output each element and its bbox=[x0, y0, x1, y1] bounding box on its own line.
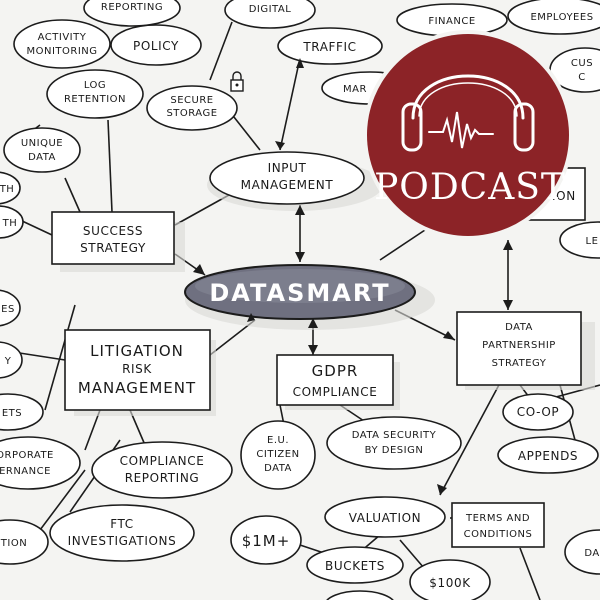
oval-unique-label-2: DATA bbox=[28, 152, 56, 163]
oval-left-partial-4 bbox=[0, 341, 23, 379]
box-gdpr bbox=[276, 354, 394, 406]
oval-ftc-label-1: FTC bbox=[110, 517, 134, 531]
oval-left-partial-1 bbox=[0, 171, 21, 205]
oval-log-retention bbox=[46, 69, 144, 119]
oval-left-partial-3-label: ES bbox=[1, 304, 15, 315]
oval-compliance-reporting bbox=[91, 441, 233, 499]
box-success-strategy bbox=[51, 211, 175, 265]
oval-traffic-label: TRAFFIC bbox=[302, 40, 356, 54]
oval-employees-label: EMPLOYEES bbox=[530, 12, 593, 23]
oval-hundred-k bbox=[409, 559, 491, 600]
oval-ftc bbox=[49, 504, 195, 562]
oval-one-million bbox=[230, 515, 302, 565]
oval-activity-label-2: MONITORING bbox=[26, 46, 97, 57]
oval-activity-label-1: ACTIVITY bbox=[38, 32, 87, 43]
oval-log-label-2: RETENTION bbox=[64, 94, 126, 105]
oval-employees bbox=[507, 0, 600, 35]
box-partnership-label-1: DATA bbox=[505, 322, 533, 333]
box-gdpr-label-1: GDPR bbox=[312, 362, 359, 380]
podcast-badge: PODCAST bbox=[363, 30, 573, 240]
oval-right-partial-2-label: DA bbox=[584, 548, 599, 559]
oval-customer-label-2: C bbox=[578, 72, 585, 83]
oval-buckets bbox=[306, 546, 404, 584]
oval-customer-label-1: CUS bbox=[571, 58, 593, 69]
oval-corporate-label-2: ERNANCE bbox=[0, 466, 51, 477]
oval-finance-label: FINANCE bbox=[428, 16, 475, 27]
headphones-icon bbox=[401, 74, 535, 152]
oval-left-partial-4-label: Y bbox=[4, 356, 12, 367]
oval-compliance-label-2: REPORTING bbox=[125, 471, 200, 485]
box-litigation-label-3: MANAGEMENT bbox=[78, 379, 196, 397]
oval-secure-label-2: STORAGE bbox=[166, 108, 217, 119]
oval-traffic bbox=[277, 27, 383, 65]
box-terms-conditions bbox=[451, 502, 545, 548]
oval-coop bbox=[502, 393, 574, 431]
oval-left-partial-3 bbox=[0, 289, 21, 327]
oval-data-security bbox=[326, 416, 462, 470]
oval-left-partial-1-label: TH bbox=[0, 184, 14, 195]
box-success-label-1: SUCCESS bbox=[83, 224, 143, 238]
oval-left-partial-5-label: ETS bbox=[2, 408, 22, 419]
oval-right-partial-1-label: LE bbox=[586, 236, 599, 247]
oval-left-partial-2-label: TH bbox=[2, 218, 18, 229]
box-litigation-label-2: RISK bbox=[122, 362, 152, 376]
arrowheads bbox=[193, 58, 513, 495]
box-partnership-label-3: STRATEGY bbox=[492, 358, 547, 369]
podcast-label: PODCAST bbox=[374, 167, 566, 208]
oval-eu-label-1: E.U. bbox=[267, 435, 289, 446]
box-litigation-label-1: LITIGATION bbox=[90, 342, 184, 360]
oval-unique-label-1: UNIQUE bbox=[21, 138, 63, 149]
oval-input-label-1: INPUT bbox=[268, 161, 307, 175]
oval-corporate-label-1: ORPORATE bbox=[0, 450, 54, 461]
oval-log-label-1: LOG bbox=[84, 80, 106, 91]
box-litigation bbox=[64, 329, 211, 411]
podcast-circle bbox=[367, 34, 569, 236]
oval-right-partial-2 bbox=[564, 529, 600, 575]
oval-security-label-1: DATA SECURITY bbox=[352, 430, 437, 441]
oval-valuation-label: VALUATION bbox=[349, 511, 422, 525]
oval-left-partial-6-label: TION bbox=[0, 538, 27, 549]
oval-ftc-label-2: INVESTIGATIONS bbox=[68, 534, 177, 548]
oval-reporting-label: REPORTING bbox=[101, 2, 163, 13]
oval-bottom-partial bbox=[326, 590, 394, 600]
oval-reporting bbox=[83, 0, 181, 27]
oval-compliance-label-1: COMPLIANCE bbox=[120, 454, 205, 468]
oval-secure-label-1: SECURE bbox=[170, 95, 213, 106]
oval-security-label-2: BY DESIGN bbox=[365, 445, 424, 456]
oval-digital bbox=[224, 0, 316, 29]
oval-eu-label-3: DATA bbox=[264, 463, 292, 474]
oval-valuation bbox=[324, 496, 446, 538]
oval-left-partial-5 bbox=[0, 393, 44, 431]
box-gdpr-label-2: COMPLIANCE bbox=[293, 385, 378, 399]
box-success-label-2: STRATEGY bbox=[80, 241, 146, 255]
oval-coop-label: CO-OP bbox=[517, 405, 560, 419]
oval-right-partial-1 bbox=[559, 221, 600, 259]
oval-secure-storage bbox=[146, 85, 238, 131]
oval-one-million-label: $1M+ bbox=[242, 532, 291, 550]
oval-marketing-label: MAR bbox=[343, 84, 367, 95]
oval-eu-citizen bbox=[240, 420, 316, 490]
oval-input-label-2: MANAGEMENT bbox=[241, 178, 334, 192]
lock-icon bbox=[230, 71, 244, 92]
oval-corporate-governance bbox=[0, 436, 81, 490]
box-data-partnership bbox=[456, 311, 582, 386]
oval-input-management bbox=[209, 151, 365, 205]
oval-appends-label: APPENDS bbox=[518, 449, 578, 463]
oval-digital-label: DIGITAL bbox=[249, 4, 292, 15]
oval-appends bbox=[497, 436, 599, 474]
box-terms-label-2: CONDITIONS bbox=[464, 529, 533, 540]
hub-datasmart-label: DATASMART bbox=[209, 279, 390, 307]
oval-left-partial-2 bbox=[0, 205, 24, 239]
oval-left-partial-6 bbox=[0, 519, 49, 565]
oval-policy-label: POLICY bbox=[133, 39, 179, 53]
oval-activity-monitoring bbox=[13, 19, 111, 69]
oval-buckets-label: BUCKETS bbox=[325, 559, 385, 573]
oval-eu-label-2: CITIZEN bbox=[256, 449, 299, 460]
oval-unique-data bbox=[3, 127, 81, 173]
oval-policy bbox=[110, 24, 202, 66]
oval-hundred-k-label: $100K bbox=[429, 576, 471, 590]
box-partnership-label-2: PARTNERSHIP bbox=[482, 340, 556, 351]
box-terms-label-1: TERMS AND bbox=[465, 513, 530, 524]
